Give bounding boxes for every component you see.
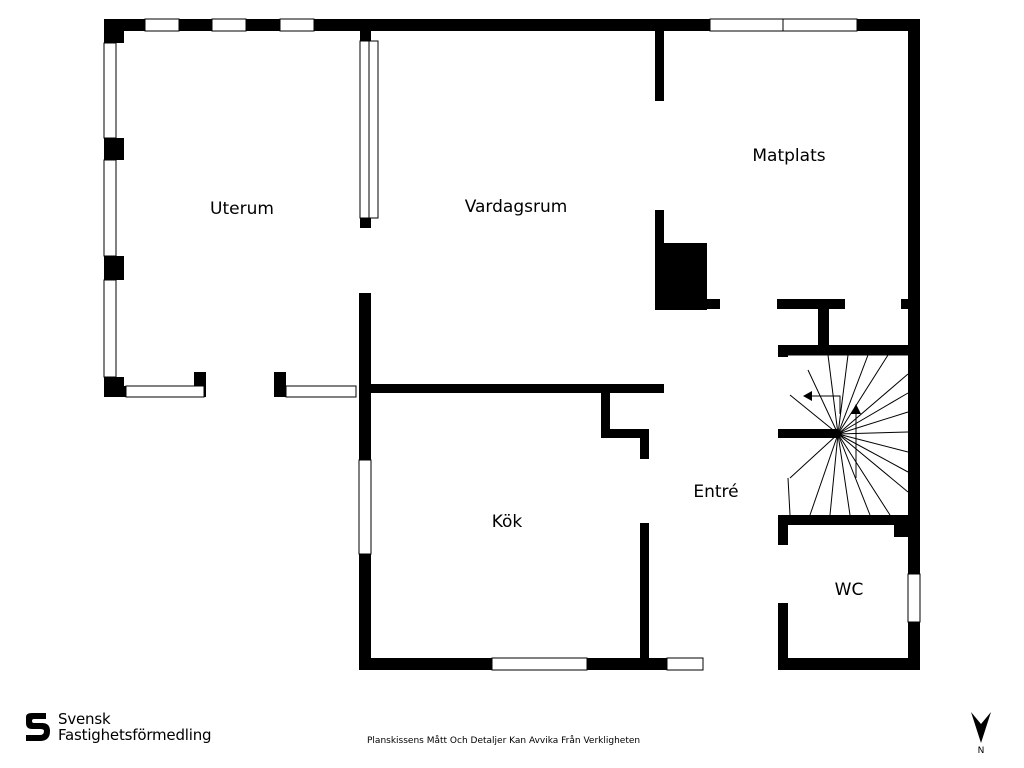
room-label-matplats: Matplats — [752, 146, 825, 166]
staircase — [787, 354, 909, 516]
room-label-vardagsrum: Vardagsrum — [465, 197, 568, 217]
brand-mark-icon — [26, 713, 50, 741]
disclaimer-text: Planskissens Mått Och Detaljer Kan Avvik… — [367, 736, 641, 746]
walls — [104, 19, 920, 670]
room-label-entre: Entré — [693, 482, 738, 502]
north-arrow-icon — [971, 712, 991, 743]
room-label-kok: Kök — [492, 512, 523, 532]
compass-label: N — [977, 746, 985, 756]
floor-plan: Uterum Vardagsrum Matplats Kök Entré WC — [103, 18, 921, 671]
stair-arrowheads — [803, 391, 861, 414]
north-compass: N — [966, 710, 996, 756]
room-label-uterum: Uterum — [210, 199, 274, 219]
brand-name-line2: Fastighetsförmedling — [58, 726, 212, 744]
brand-logo: Svensk Fastighetsförmedling — [22, 710, 212, 744]
brand-name-line1: Svensk — [58, 710, 111, 728]
room-label-wc: WC — [835, 580, 864, 600]
windows — [103, 18, 921, 671]
